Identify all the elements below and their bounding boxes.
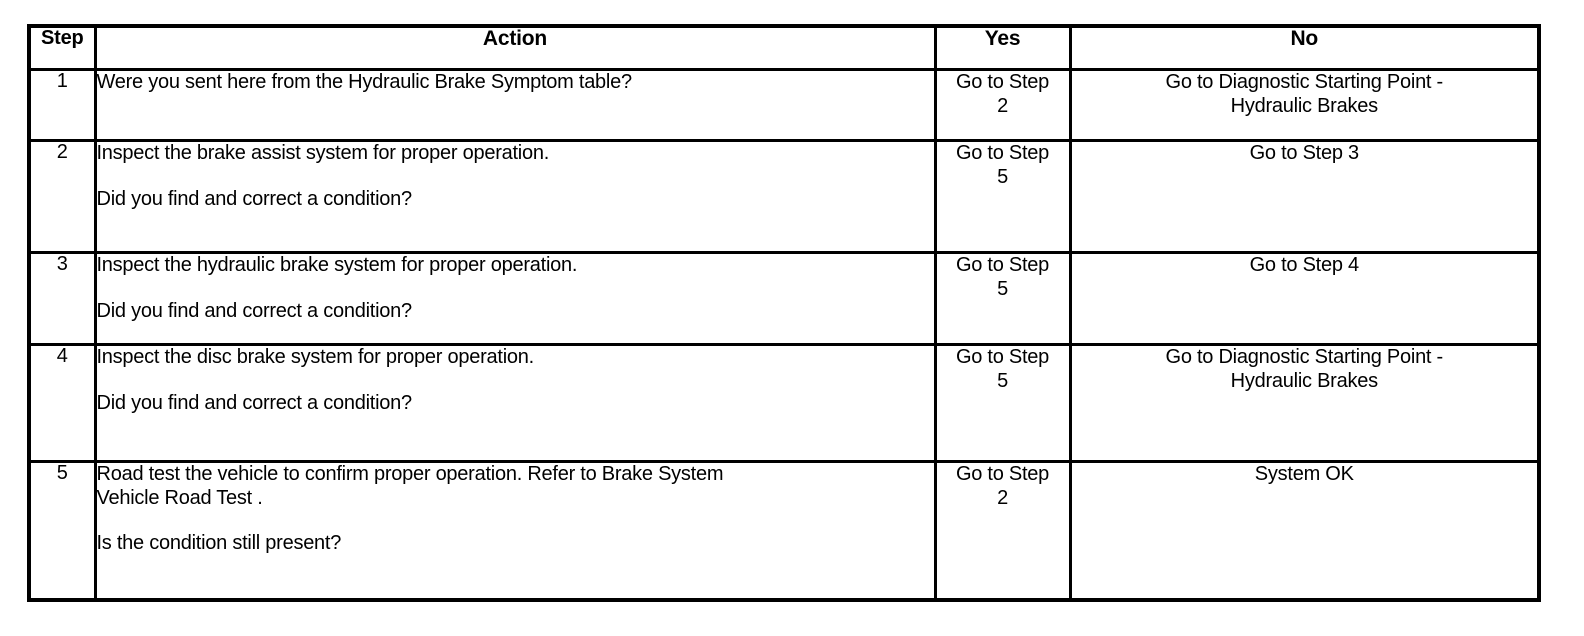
table-row: 3 Inspect the hydraulic brake system for…: [27, 251, 1541, 346]
no-line-1: Go to Step 3: [1249, 142, 1360, 164]
yes-line-2: 2: [997, 94, 1008, 117]
yes-answer: Go to Step 2: [933, 68, 1072, 142]
no-line-1: Go to Step 4: [1249, 254, 1360, 276]
column-header-step: Step: [27, 24, 97, 71]
yes-answer: Go to Step 5: [933, 251, 1072, 346]
no-line-2: Hydraulic Brakes: [1230, 94, 1378, 117]
yes-line-1: Go to Step: [955, 254, 1050, 276]
action-text: Road test the vehicle to confirm proper …: [93, 460, 937, 602]
table-body: 1 Were you sent here from the Hydraulic …: [27, 68, 1541, 602]
no-answer: Go to Diagnostic Starting Point - Hydrau…: [1068, 68, 1541, 142]
step-number: 1: [27, 68, 97, 142]
yes-line-1: Go to Step: [955, 142, 1050, 164]
table-row: 1 Were you sent here from the Hydraulic …: [27, 68, 1541, 142]
action-text: Were you sent here from the Hydraulic Br…: [93, 68, 937, 142]
yes-line-1: Go to Step: [955, 346, 1050, 368]
step-number: 2: [27, 139, 97, 254]
no-line-1: Go to Diagnostic Starting Point -: [1165, 346, 1444, 368]
table-row: 2 Inspect the brake assist system for pr…: [27, 139, 1541, 254]
table-header: Step Action Yes No: [27, 24, 1541, 71]
no-answer: System OK: [1068, 460, 1541, 602]
yes-answer: Go to Step 5: [933, 139, 1072, 254]
table-row: 4 Inspect the disc brake system for prop…: [27, 343, 1541, 463]
diagnostic-step-table: Step Action Yes No 1 Were you sent here …: [27, 24, 1541, 602]
action-line-1: Were you sent here from the Hydraulic Br…: [96, 71, 633, 93]
action-line-3: Did you find and correct a condition?: [96, 391, 413, 414]
yes-line-2: 5: [997, 369, 1008, 392]
action-line-1: Inspect the brake assist system for prop…: [96, 142, 550, 164]
column-header-yes: Yes: [933, 24, 1072, 71]
column-header-action: Action: [93, 24, 937, 71]
step-number: 5: [27, 460, 97, 602]
action-spacer: [97, 370, 934, 392]
no-answer: Go to Step 4: [1068, 251, 1541, 346]
action-line-1: Inspect the hydraulic brake system for p…: [96, 254, 578, 276]
action-line-3: Did you find and correct a condition?: [96, 187, 413, 210]
action-line-2: Vehicle Road Test .: [96, 486, 263, 509]
action-spacer: [97, 95, 934, 117]
action-line-1: Inspect the disc brake system for proper…: [96, 346, 535, 368]
step-number: 4: [27, 343, 97, 463]
action-spacer: [97, 510, 934, 532]
table-row: 5 Road test the vehicle to confirm prope…: [27, 460, 1541, 602]
action-text: Inspect the hydraulic brake system for p…: [93, 251, 937, 346]
action-text: Inspect the brake assist system for prop…: [93, 139, 937, 254]
action-line-3: Did you find and correct a condition?: [96, 299, 413, 322]
column-header-no: No: [1068, 24, 1541, 71]
yes-answer: Go to Step 5: [933, 343, 1072, 463]
no-line-1: Go to Diagnostic Starting Point -: [1165, 71, 1444, 93]
table-header-row: Step Action Yes No: [27, 24, 1541, 71]
no-answer: Go to Diagnostic Starting Point - Hydrau…: [1068, 343, 1541, 463]
step-number: 3: [27, 251, 97, 346]
action-line-1: Road test the vehicle to confirm proper …: [96, 463, 724, 485]
yes-line-2: 5: [997, 277, 1008, 300]
yes-line-2: 5: [997, 165, 1008, 188]
no-line-1: System OK: [1254, 463, 1354, 485]
action-spacer: [97, 278, 934, 300]
yes-line-1: Go to Step: [955, 463, 1050, 485]
no-line-2: Hydraulic Brakes: [1230, 369, 1378, 392]
action-line-3: Is the condition still present?: [96, 532, 342, 555]
action-text: Inspect the disc brake system for proper…: [93, 343, 937, 463]
yes-line-1: Go to Step: [955, 71, 1050, 93]
action-spacer: [97, 166, 934, 188]
yes-answer: Go to Step 2: [933, 460, 1072, 602]
no-answer: Go to Step 3: [1068, 139, 1541, 254]
yes-line-2: 2: [997, 486, 1008, 509]
